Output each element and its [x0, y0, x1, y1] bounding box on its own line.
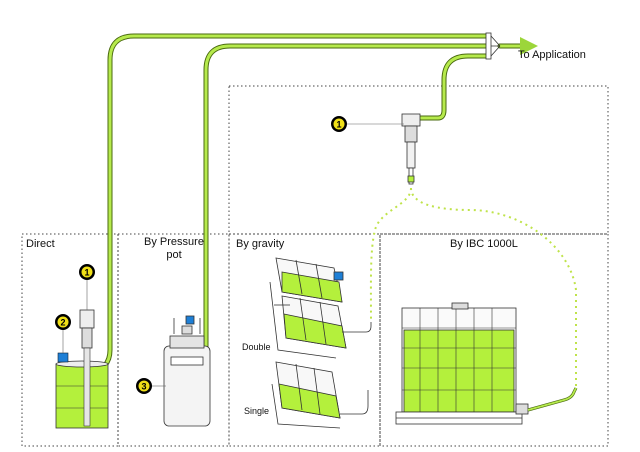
ibc-tote [395, 302, 578, 425]
callout-2-direct-drum: 2 [55, 314, 71, 353]
callout-number: 2 [60, 318, 65, 328]
single-rack-label: Single [244, 406, 270, 416]
callout-1-direct-pump: 1 [79, 264, 95, 310]
double-rack-label: Double [242, 342, 271, 352]
direct-drum [55, 309, 109, 429]
callout-number: 1 [336, 120, 341, 130]
ibc-section-title: By IBC 1000L [450, 238, 518, 250]
pressure-pot [163, 315, 211, 427]
upper-pump [401, 113, 421, 185]
single-rack-container [275, 361, 341, 419]
gravity-section-frame [228, 233, 381, 447]
gravity-racks [269, 257, 372, 429]
double-rack-upper-container [275, 257, 344, 303]
callout-number: 1 [84, 268, 89, 278]
callout-3-pressure-pot: 3 [136, 378, 166, 394]
direct-section-title: Direct [26, 238, 55, 250]
direct-section-frame [21, 233, 119, 447]
suction-lines [369, 187, 577, 390]
double-rack-lower-container [281, 295, 347, 349]
section-frames [21, 85, 609, 447]
pressure-pot-section-title: By Pressure pot [144, 236, 204, 261]
callout-number: 3 [141, 382, 146, 392]
to-application-label: To Application [518, 49, 586, 61]
hose-manifold [485, 32, 501, 60]
upper-application-frame [228, 85, 609, 235]
gravity-section-title: By gravity [236, 238, 285, 250]
callout-1-upper-pump: 1 [331, 116, 404, 132]
